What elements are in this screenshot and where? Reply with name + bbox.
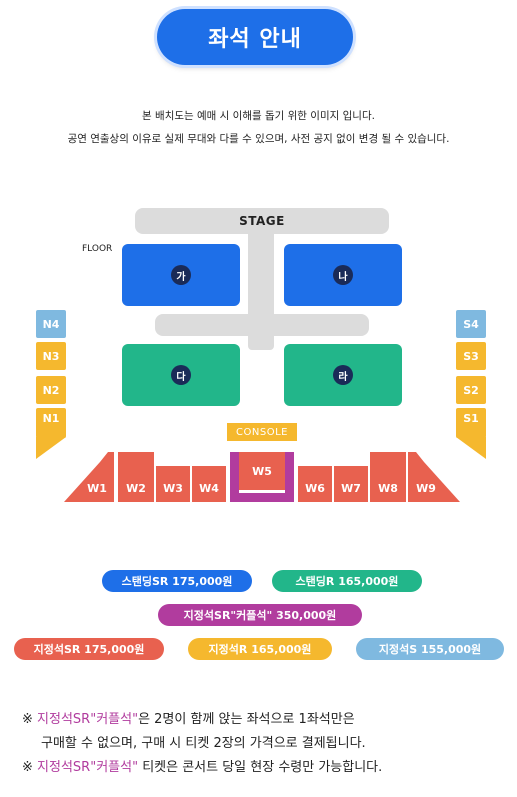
section-s3[interactable]: S3 (456, 342, 486, 370)
note-1: ※ 지정석SR"커플석"은 2명이 함께 앉는 좌석으로 1좌석만은 (22, 710, 355, 729)
note-1-line-2: 구매할 수 없으며, 구매 시 티켓 2장의 가격으로 결제됩니다. (41, 736, 366, 751)
note-highlight: 지정석SR"커플석" (37, 712, 139, 727)
price-standing-r: 스탠딩R 165,000원 (272, 570, 422, 592)
notice-line-2: 공연 연출상의 이유로 실제 무대와 다를 수 있으며, 사전 공지 없이 변경… (67, 133, 450, 145)
notice-line-1: 본 배치도는 예매 시 이해를 돕기 위한 이미지 입니다. (142, 110, 375, 122)
section-s1[interactable]: S1 (456, 408, 486, 438)
floor-block-ga[interactable]: 가 (122, 244, 240, 306)
block-tag: 다 (171, 365, 191, 385)
section-w8[interactable]: W8 (370, 452, 406, 502)
section-w3[interactable]: W3 (156, 466, 190, 502)
floor-label: FLOOR (82, 244, 113, 254)
w5-shape (230, 452, 294, 502)
section-n4[interactable]: N4 (36, 310, 66, 338)
note-mark: ※ (22, 760, 33, 775)
price-seat-r: 지정석R 165,000원 (188, 638, 332, 660)
stage-extension (155, 314, 369, 336)
page-title: 좌석 안내 (157, 9, 353, 65)
seat-map: STAGE FLOOR 가 나 다 라 N4 N3 N2 N1 S4 S3 S2… (36, 208, 486, 502)
note-text: 티켓은 콘서트 당일 현장 수령만 가능합니다. (138, 760, 383, 775)
section-n1-tail (36, 437, 66, 459)
section-n1[interactable]: N1 (36, 408, 66, 438)
section-s2[interactable]: S2 (456, 376, 486, 404)
section-w2[interactable]: W2 (118, 452, 154, 502)
note-2: ※ 지정석SR"커플석" 티켓은 콘서트 당일 현장 수령만 가능합니다. (22, 758, 382, 777)
section-s4[interactable]: S4 (456, 310, 486, 338)
block-tag: 라 (333, 365, 353, 385)
section-w6[interactable]: W6 (298, 466, 332, 502)
section-w9[interactable]: W9 (416, 482, 436, 495)
stage-label: STAGE (239, 214, 285, 228)
floor-block-ra[interactable]: 라 (284, 344, 402, 406)
section-n3[interactable]: N3 (36, 342, 66, 370)
floor-block-da[interactable]: 다 (122, 344, 240, 406)
price-seat-sr: 지정석SR 175,000원 (14, 638, 164, 660)
section-w4[interactable]: W4 (192, 466, 226, 502)
price-standing-sr: 스탠딩SR 175,000원 (102, 570, 252, 592)
stage: STAGE (135, 208, 389, 234)
note-mark: ※ (22, 712, 33, 727)
section-s1-tail (456, 437, 486, 459)
section-w5[interactable]: W5 (239, 452, 285, 490)
w1-shape (64, 452, 114, 502)
console: CONSOLE (227, 423, 297, 441)
floor-block-na[interactable]: 나 (284, 244, 402, 306)
block-tag: 가 (171, 265, 191, 285)
block-tag: 나 (333, 265, 353, 285)
w9-shape (408, 452, 460, 502)
note-highlight: 지정석SR"커플석" (37, 760, 139, 775)
section-w1[interactable]: W1 (87, 482, 107, 495)
price-couple-sr: 지정석SR"커플석" 350,000원 (158, 604, 362, 626)
price-seat-s: 지정석S 155,000원 (356, 638, 504, 660)
section-w7[interactable]: W7 (334, 466, 368, 502)
section-n2[interactable]: N2 (36, 376, 66, 404)
note-text: 은 2명이 함께 앉는 좌석으로 1좌석만은 (138, 712, 355, 727)
